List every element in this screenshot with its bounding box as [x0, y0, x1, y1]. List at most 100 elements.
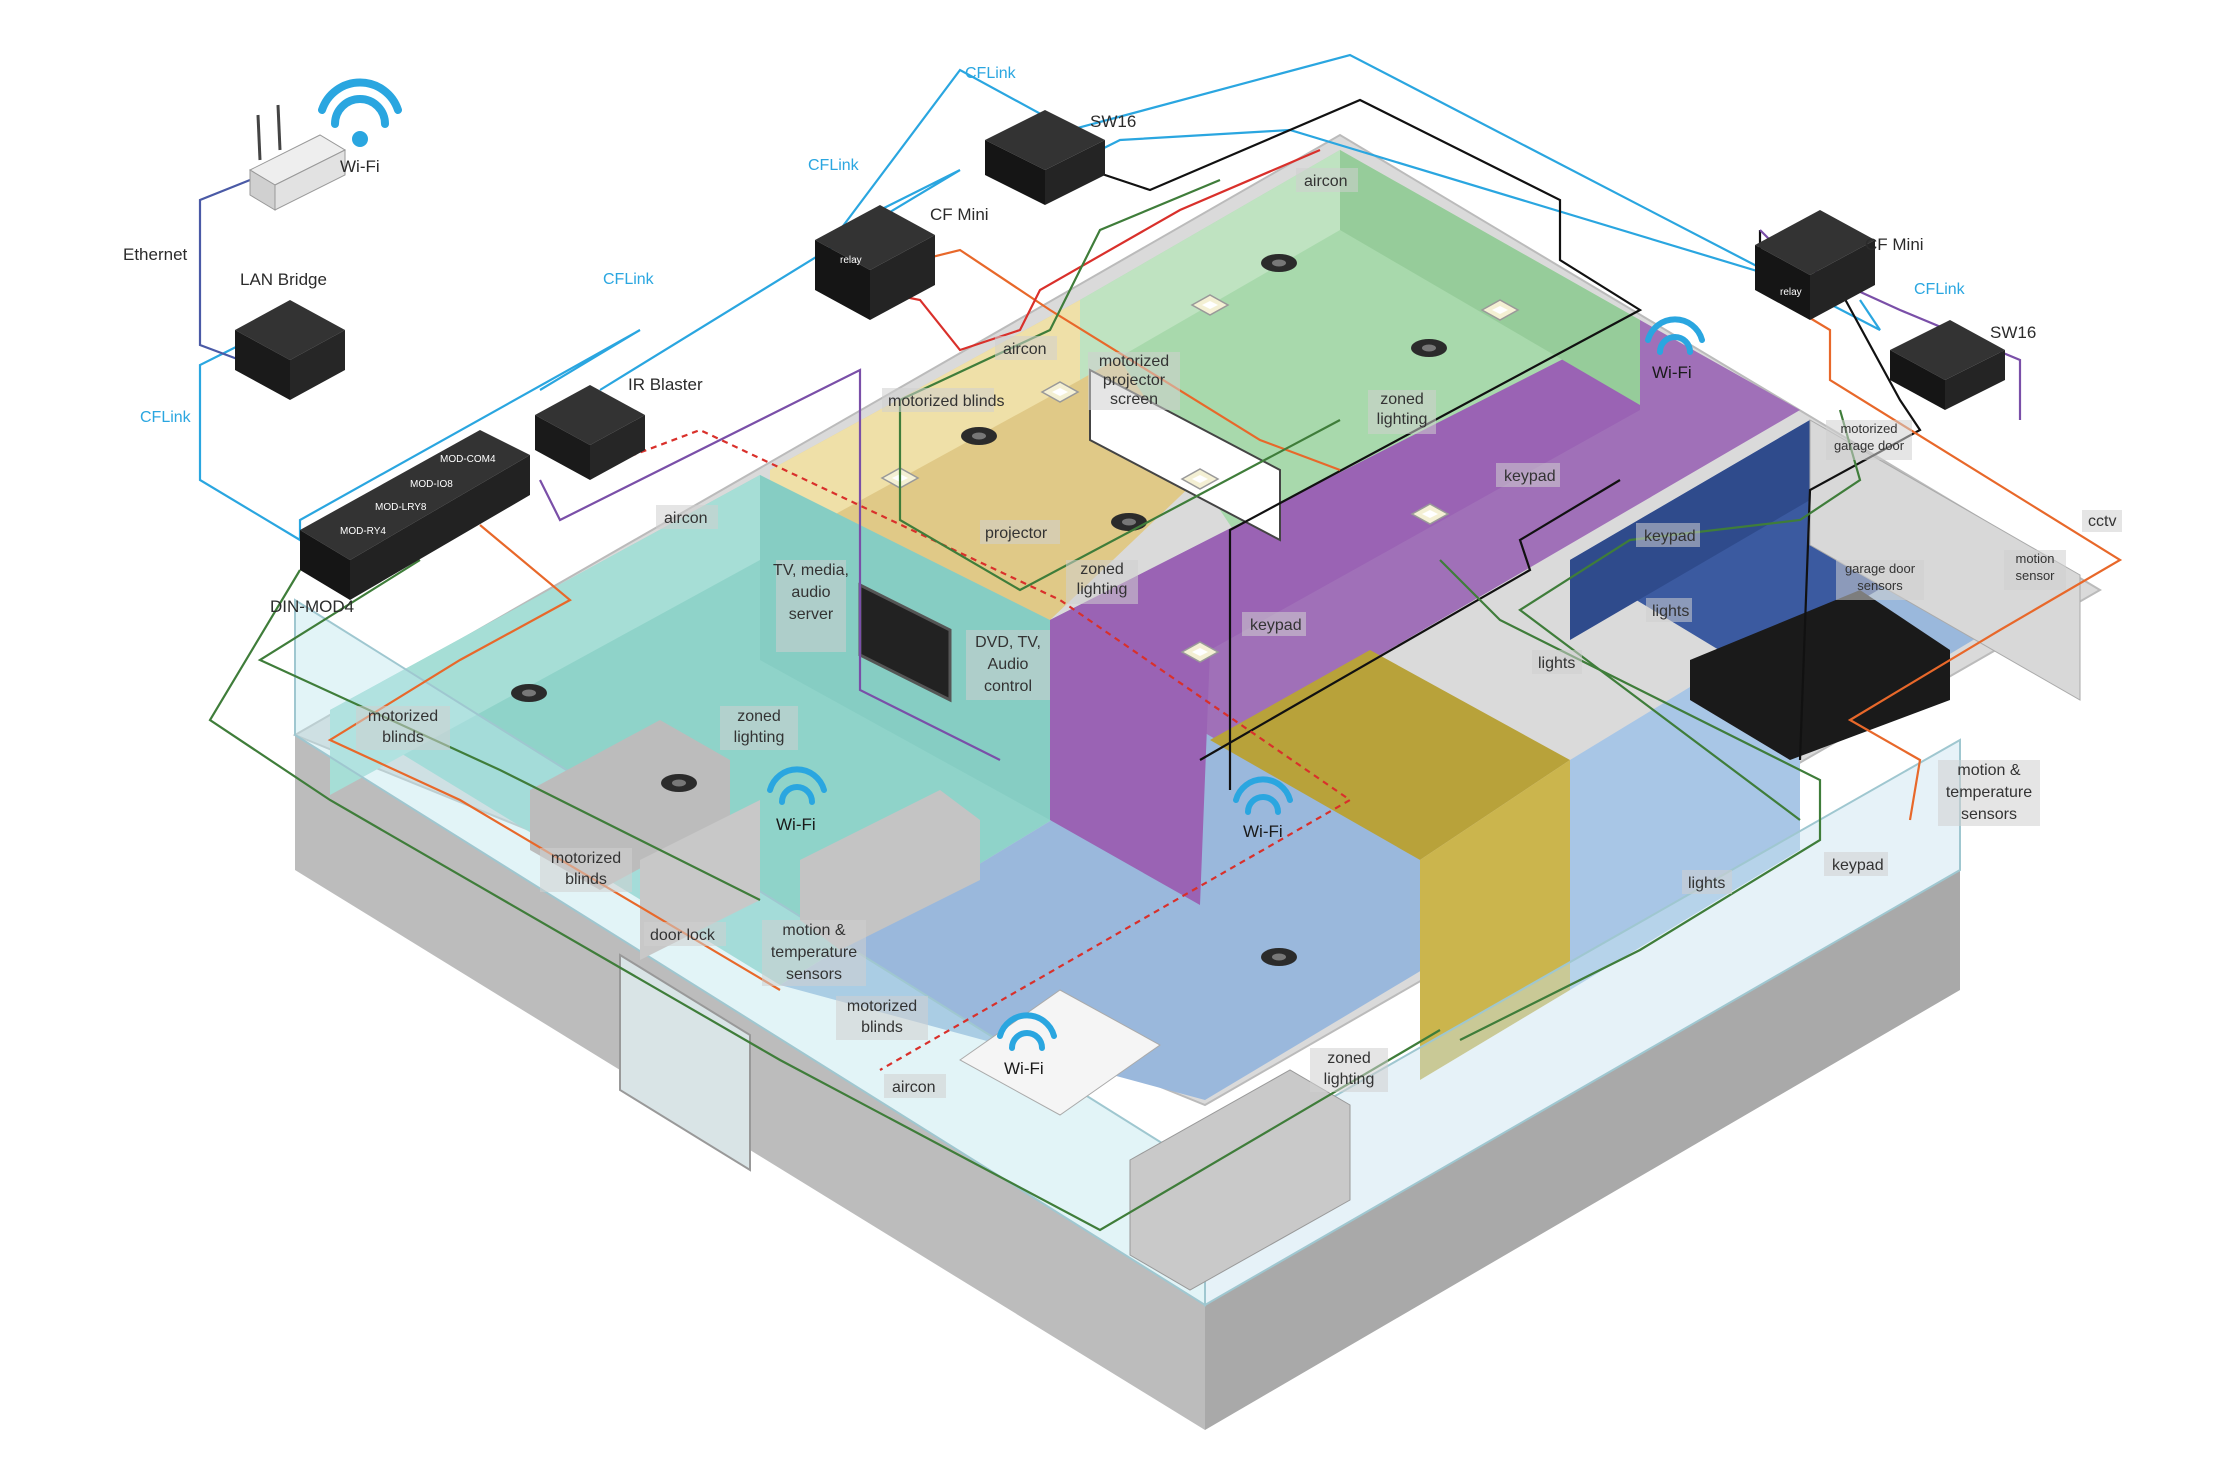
- front-door: [619, 953, 751, 1172]
- tag-lights-hall: lights: [1538, 655, 1575, 672]
- tag-garage-sensors: garage door sensors: [1844, 561, 1916, 593]
- tag-aircon-dining: aircon: [892, 1079, 936, 1096]
- tag-tv-server: TV, media, audio server: [773, 562, 849, 623]
- cflink-label-1: CFLink: [965, 65, 1017, 82]
- lan-bridge-label: LAN Bridge: [240, 270, 327, 289]
- ceiling-speaker-3: [961, 427, 997, 445]
- tag-motion-temp-1: motion & temperature sensors: [770, 922, 858, 983]
- ceiling-speaker-4: [1111, 513, 1147, 531]
- tag-blinds-dining: motorized blinds: [846, 998, 918, 1036]
- cf-mini-box-1[interactable]: [815, 205, 935, 320]
- ir-blaster-box[interactable]: [535, 385, 645, 480]
- mod-ry4-label: MOD-RY4: [340, 526, 386, 537]
- cflink-wire-2: [599, 53, 1881, 391]
- green-wire-1: [208, 569, 1441, 1232]
- tag-keypad-2: keypad: [1250, 617, 1302, 634]
- wifi-router-signal-icon: [318, 78, 402, 147]
- sofa-2: [640, 800, 760, 960]
- cflink-label-3: CFLink: [603, 271, 655, 288]
- cf-mini-label-2: CF Mini: [1865, 235, 1924, 254]
- wifi-icon-living: [767, 766, 827, 805]
- tag-door-lock: door lock: [650, 927, 716, 944]
- purple-wire-1: [539, 368, 1001, 761]
- top-room-back-wall: [1080, 150, 1340, 380]
- media-room-back-wall: [770, 300, 1080, 550]
- green-wire-5: [1518, 409, 1862, 821]
- tag-blinds-living-2: motorized blinds: [550, 850, 622, 888]
- din-mod4-rack[interactable]: [300, 430, 530, 600]
- tag-zoned-lighting-kitchen: zoned lighting: [1323, 1050, 1375, 1088]
- mod-io8-label: MOD-IO8: [410, 479, 453, 490]
- wifi-router-label: Wi-Fi: [340, 157, 380, 176]
- wifi-icon-hall: [1645, 316, 1705, 355]
- cflink-label-4: CFLink: [140, 409, 192, 426]
- sw16-label-1: SW16: [1090, 112, 1136, 131]
- tag-cctv: cctv: [2088, 513, 2116, 530]
- stair-wall: [1420, 760, 1570, 1080]
- lan-bridge-box[interactable]: [235, 300, 345, 400]
- ir-blaster-label: IR Blaster: [628, 375, 703, 394]
- cflink-label-2: CFLink: [808, 157, 860, 174]
- wifi-label-hall: Wi-Fi: [1652, 363, 1692, 382]
- sw16-label-2: SW16: [1990, 323, 2036, 342]
- black-wire-1: [1089, 98, 1643, 790]
- cflink-wire-3: [1099, 128, 1821, 292]
- tag-motion-temp-2: motion & temperature sensors: [1945, 762, 2033, 823]
- wifi-icon-bedroom: [1233, 776, 1293, 815]
- tag-keypad-3: keypad: [1644, 528, 1696, 545]
- tag-keypad-4: keypad: [1832, 857, 1884, 874]
- tag-projector-screen: motorized projector screen: [1098, 353, 1170, 408]
- tag-projector: projector: [985, 525, 1048, 542]
- sw16-box-1[interactable]: [985, 110, 1105, 205]
- tag-aircon-media: aircon: [1003, 341, 1047, 358]
- relay-label-1: relay: [840, 255, 862, 266]
- cf-mini-box-2[interactable]: [1755, 210, 1875, 320]
- tag-keypad-1: keypad: [1504, 468, 1556, 485]
- top-room-right-wall: [1340, 150, 1640, 405]
- sw16-box-2[interactable]: [1890, 320, 2005, 410]
- ceiling-speaker-7: [1261, 948, 1297, 966]
- tag-lights-garage: lights: [1652, 603, 1689, 620]
- black-wire-3: [1199, 479, 1621, 761]
- tag-aircon-top: aircon: [1304, 173, 1348, 190]
- wifi-router[interactable]: [248, 104, 347, 211]
- orange-wire-1: [327, 524, 781, 991]
- red-dashed-wire: [619, 428, 1353, 1071]
- dining-floor: [780, 530, 2040, 1100]
- ceiling-speaker-1: [511, 684, 547, 702]
- wifi-label-dining: Wi-Fi: [1004, 1059, 1044, 1078]
- mod-lry8-label: MOD-LRY8: [375, 502, 427, 513]
- tag-zoned-lighting-top: zoned lighting: [1376, 391, 1428, 428]
- sofa-1: [530, 720, 730, 890]
- tag-blinds-media: motorized blinds: [888, 393, 1005, 410]
- mod-com4-label: MOD-COM4: [440, 454, 496, 465]
- din-mod4-label: DIN-MOD4: [270, 597, 354, 616]
- projector-screen: [1089, 368, 1281, 542]
- ethernet-wire: [198, 178, 251, 362]
- foundation-front-right: [1205, 870, 1960, 1430]
- ethernet-label: Ethernet: [123, 245, 188, 264]
- orange-wire-3: [1779, 299, 2123, 821]
- wifi-icon-dining: [997, 1012, 1057, 1051]
- garage-car: [1690, 590, 1950, 760]
- tag-dvd-control: DVD, TV, Audio control: [975, 634, 1041, 695]
- cflink-label-5: CFLink: [1914, 281, 1966, 298]
- sofa-3: [800, 790, 980, 950]
- ceiling-speaker-5: [1261, 254, 1297, 272]
- room-tags: aircon aircon aircon aircon motorized bl…: [356, 168, 2122, 1098]
- wifi-label-bedroom: Wi-Fi: [1243, 822, 1283, 841]
- ceiling-speaker-2: [661, 774, 697, 792]
- ceiling-speaker-6: [1411, 339, 1447, 357]
- green-wire-4: [1439, 559, 1822, 1041]
- tag-motion-sensor: motion sensor: [2015, 551, 2055, 583]
- wifi-label-living: Wi-Fi: [776, 815, 816, 834]
- hall-floor: [1050, 320, 1800, 760]
- tag-lights-bed: lights: [1688, 875, 1725, 892]
- hall-wall: [1050, 320, 1640, 905]
- cf-mini-label-1: CF Mini: [930, 205, 989, 224]
- relay-label-2: relay: [1780, 287, 1802, 298]
- kitchen-counter: [1129, 1069, 1351, 1291]
- tag-garage-door: motorized garage door: [1833, 421, 1905, 453]
